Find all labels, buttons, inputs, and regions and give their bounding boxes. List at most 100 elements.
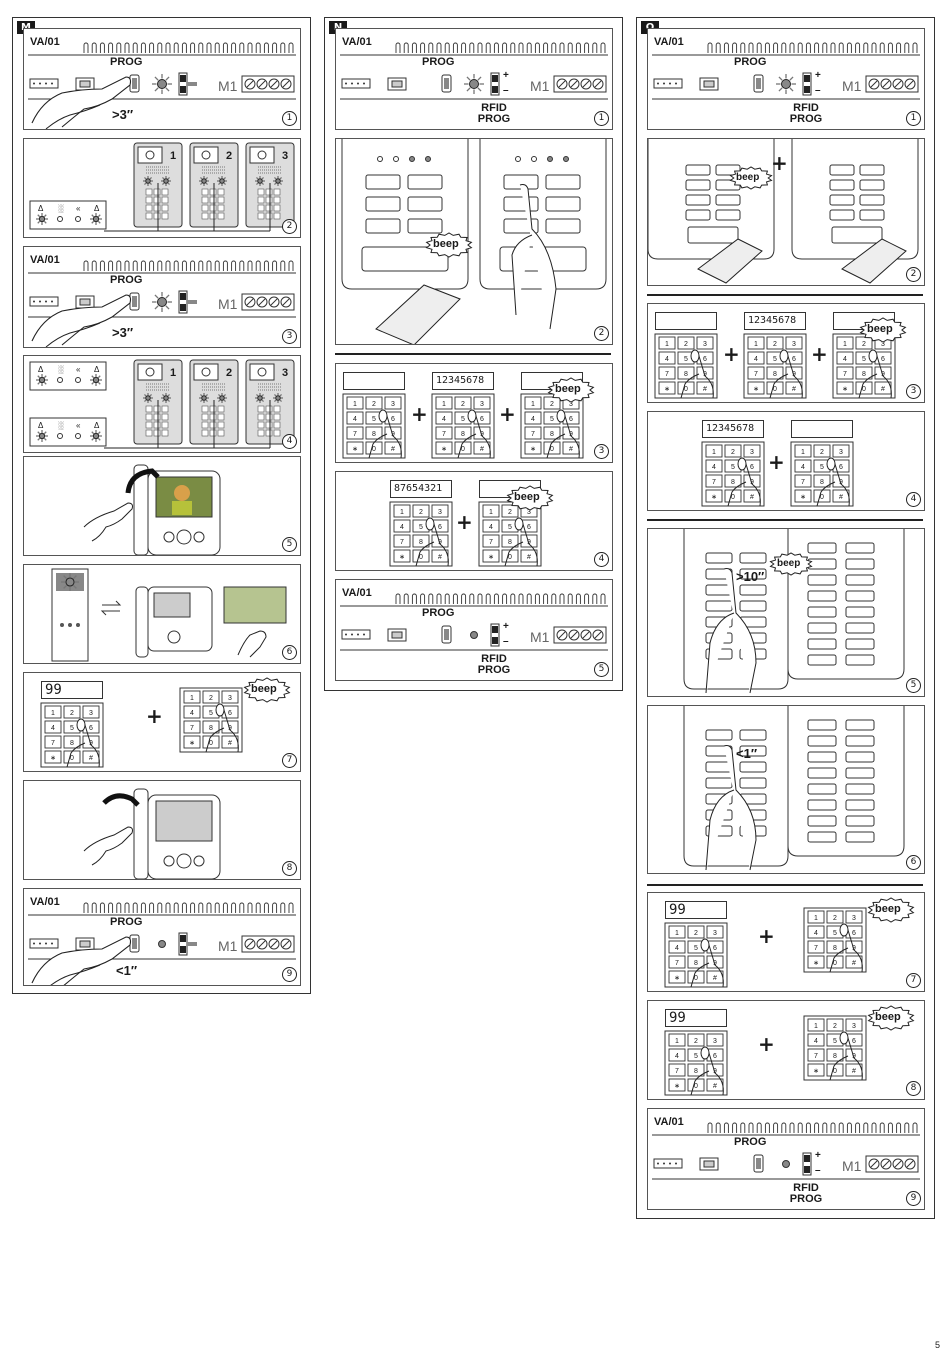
step-number: 5 [594, 662, 609, 677]
keypad-display [655, 312, 717, 330]
svg-text:∗: ∗ [711, 494, 717, 501]
rfid-label: RFID [793, 102, 819, 114]
svg-text:∗: ∗ [664, 386, 670, 393]
svg-text:6: 6 [569, 416, 573, 423]
svg-text:2: 2 [226, 150, 232, 162]
panel-illustration [648, 706, 924, 873]
beep-burst [859, 317, 907, 343]
press-duration: <1″ [116, 963, 138, 978]
step-number: 2 [906, 267, 921, 282]
beep-label: beep [875, 1011, 901, 1023]
press-duration: <1″ [736, 746, 758, 761]
keypad-display: 12345678 [432, 372, 494, 390]
led-strip-bottom: Δ░«Δ [29, 417, 107, 447]
svg-text:+: + [503, 621, 509, 632]
svg-text:7: 7 [353, 431, 357, 438]
svg-text:Δ: Δ [38, 365, 44, 374]
svg-text:3: 3 [703, 341, 707, 348]
keypad-display: 87654321 [390, 480, 452, 498]
svg-text:Δ: Δ [94, 204, 100, 213]
svg-text:0: 0 [773, 386, 777, 393]
svg-text:1: 1 [665, 341, 669, 348]
svg-text:1: 1 [51, 710, 55, 717]
svg-text:+: + [815, 70, 821, 81]
svg-text:4: 4 [400, 524, 404, 531]
svg-text:2: 2 [862, 341, 866, 348]
svg-text:0: 0 [694, 1083, 698, 1090]
step-m6-call-monitor: 6 [23, 564, 301, 664]
beep-label: beep [777, 558, 801, 569]
svg-text:1: 1 [170, 150, 176, 162]
svg-text:7: 7 [814, 945, 818, 952]
svg-text:7: 7 [712, 479, 716, 486]
svg-text:0: 0 [694, 975, 698, 982]
svg-text:2: 2 [209, 695, 213, 702]
call-illustration [24, 565, 300, 663]
plus-sign: + [499, 402, 516, 426]
svg-text:#: # [713, 975, 717, 982]
svg-text:#: # [792, 386, 796, 393]
step-m5-monitor-lift: 5 [23, 456, 301, 556]
keypad-display: 99 [41, 681, 103, 699]
separator [647, 519, 923, 521]
svg-text:4: 4 [51, 725, 55, 732]
svg-text:1: 1 [675, 930, 679, 937]
svg-text:7: 7 [531, 431, 535, 438]
led-strip: Δ░«Δ [29, 200, 107, 230]
beep-burst [769, 552, 813, 576]
svg-text:1: 1 [814, 915, 818, 922]
beep-label: beep [251, 683, 277, 695]
svg-text:#: # [703, 386, 707, 393]
prog-label: PROG [110, 916, 142, 928]
svg-text:0: 0 [209, 740, 213, 747]
rfid-label: RFID [793, 1182, 819, 1194]
svg-text:6: 6 [438, 524, 442, 531]
svg-text:∗: ∗ [800, 494, 806, 501]
beep-label: beep [736, 172, 760, 183]
svg-text:#: # [527, 554, 531, 561]
beep-burst [867, 897, 915, 923]
step-number: 1 [594, 111, 609, 126]
svg-text:7: 7 [675, 960, 679, 967]
svg-text:∗: ∗ [813, 1068, 819, 1075]
svg-text:#: # [569, 446, 573, 453]
svg-text:0: 0 [550, 446, 554, 453]
svg-text:3: 3 [713, 930, 717, 937]
rfid-prog-label: PROG [477, 664, 511, 676]
svg-text:–: – [503, 636, 509, 647]
step-n2-card-and-button: beep 2 [335, 138, 613, 345]
svg-text:0: 0 [461, 446, 465, 453]
svg-text:–: – [815, 85, 821, 96]
svg-text:–: – [503, 85, 509, 96]
svg-text:2: 2 [372, 401, 376, 408]
svg-text:4: 4 [675, 945, 679, 952]
svg-text:5: 5 [773, 356, 777, 363]
keypad-display: 12345678 [702, 420, 764, 438]
svg-text:8: 8 [820, 479, 824, 486]
svg-text:1: 1 [353, 401, 357, 408]
svg-text:∗: ∗ [399, 554, 405, 561]
keypad-display [343, 372, 405, 390]
svg-text:3: 3 [750, 449, 754, 456]
svg-text:3: 3 [713, 1038, 717, 1045]
svg-text:0: 0 [684, 386, 688, 393]
svg-text:∗: ∗ [530, 446, 536, 453]
svg-text:5: 5 [508, 524, 512, 531]
svg-text:3: 3 [282, 367, 288, 379]
svg-text:0: 0 [508, 554, 512, 561]
svg-text:4: 4 [814, 1038, 818, 1045]
svg-text:Δ: Δ [38, 204, 44, 213]
monitor-illustration [24, 781, 300, 879]
svg-text:6: 6 [713, 945, 717, 952]
svg-text:∗: ∗ [50, 755, 56, 762]
svg-text:2: 2 [694, 930, 698, 937]
